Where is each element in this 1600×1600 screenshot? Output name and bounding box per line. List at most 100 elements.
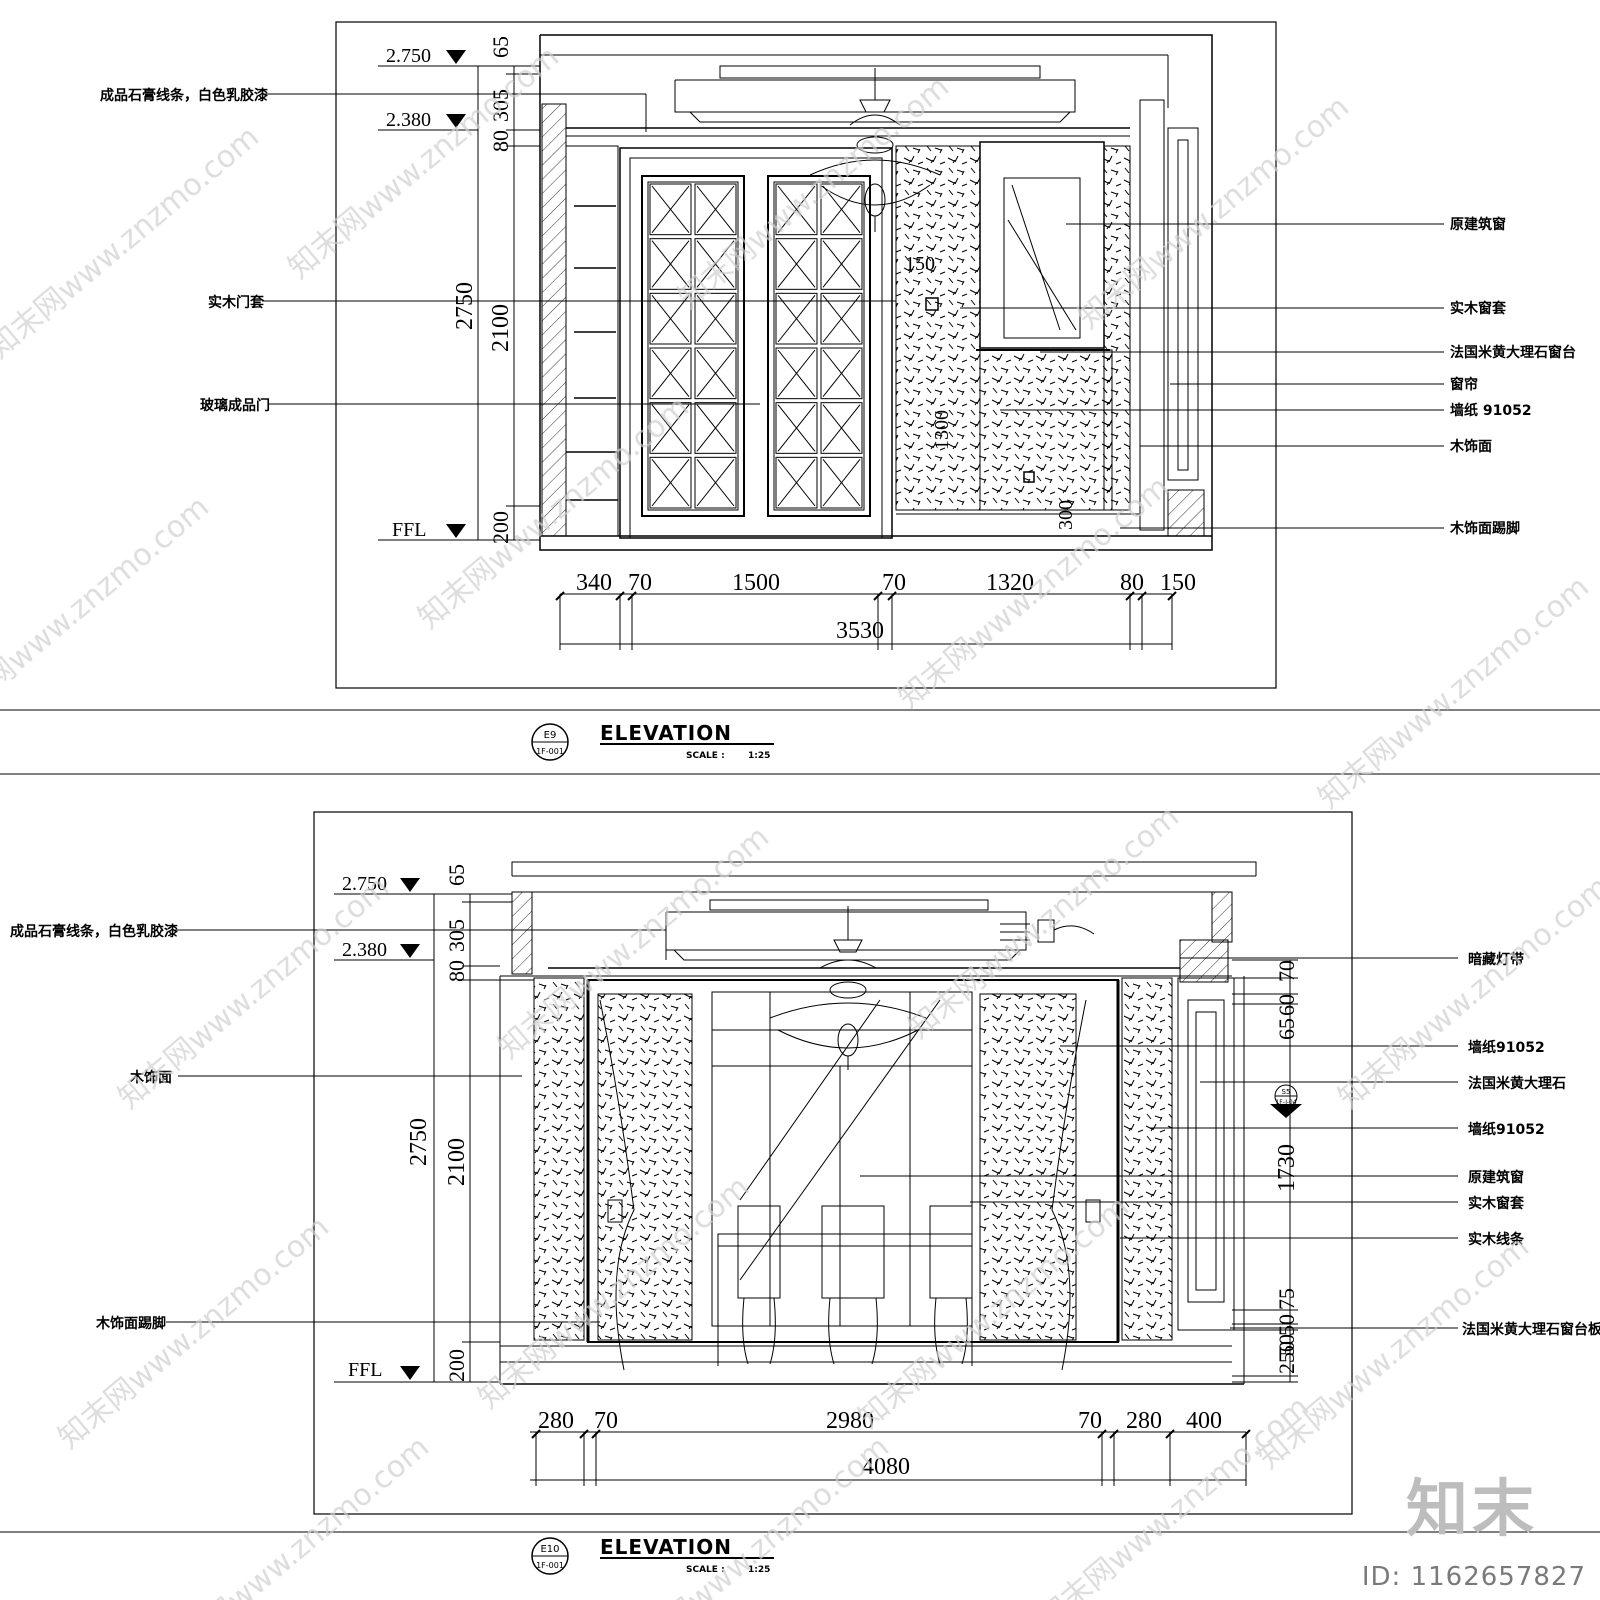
e10-hdim-280a: 280	[538, 1408, 574, 1434]
e10-hdim-400: 400	[1186, 1408, 1222, 1434]
e9-label-window: 原建筑窗	[1450, 216, 1506, 233]
level-top: 2.750	[386, 45, 431, 67]
brand-logo: 知末	[1405, 1472, 1538, 1545]
e10-label-plaster: 成品石膏线条，白色乳胶漆	[10, 923, 178, 940]
e9-bubble-bottom: 1F-001	[536, 747, 564, 756]
e9-hdim-total: 3530	[836, 618, 884, 644]
e10-label-wallpaper-2: 墙纸91052	[1468, 1121, 1545, 1138]
vdim-305: 305	[444, 919, 469, 952]
svg-text:知末网www.znzmo.com: 知末网www.znzmo.com	[612, 1430, 896, 1600]
e10-label-wallpaper-1: 墙纸91052	[1468, 1039, 1545, 1056]
e10-level-marks: 2.750 2.380 FFL	[334, 873, 434, 1383]
vdim-80: 80	[488, 130, 513, 152]
e9-hdim-150: 150	[1160, 570, 1196, 596]
e9-scale-value: 1:25	[748, 751, 770, 761]
e9-title-block: E9 1F-001 ELEVATION SCALE : 1:25	[531, 721, 774, 761]
e10-title-block: E10 1F-001 ELEVATION SCALE : 1:25	[531, 1535, 774, 1575]
e10-hdim-70a: 70	[594, 1408, 618, 1434]
chandelier-icon	[769, 906, 927, 1070]
svg-text:知末网www.znzmo.com: 知末网www.znzmo.com	[0, 120, 266, 366]
e9-label-plaster: 成品石膏线条，白色乳胶漆	[100, 87, 268, 104]
e9-label-window-casing: 实木窗套	[1450, 300, 1506, 317]
e9-bubble-top: E9	[544, 730, 557, 741]
vdim-2750: 2750	[452, 282, 478, 330]
e9-label-glass-door: 玻璃成品门	[200, 397, 270, 414]
e9-hdim-1500: 1500	[732, 570, 780, 596]
svg-text:知末网www.znzmo.com: 知末网www.znzmo.com	[112, 870, 396, 1116]
e9-label-curtain: 窗帘	[1450, 376, 1478, 393]
e9-label-wallpaper: 墙纸 91052	[1450, 402, 1532, 419]
e9-hdim-1320: 1320	[986, 570, 1034, 596]
e9-hdim-70a: 70	[628, 570, 652, 596]
svg-text:知末网www.znzmo.com: 知末网www.znzmo.com	[282, 40, 566, 286]
vdim-200: 200	[488, 511, 513, 544]
vdim-2100: 2100	[444, 1138, 470, 1186]
e10-hdim-280b: 280	[1126, 1408, 1162, 1434]
vdim-2100: 2100	[488, 304, 514, 352]
e10-label-skirting: 木饰面踢脚	[95, 1315, 166, 1332]
svg-text:知末网www.znzmo.com: 知末网www.znzmo.com	[1312, 570, 1596, 816]
e10-label-window-casing: 实木窗套	[1468, 1195, 1524, 1212]
e9-label-wood-panel: 木饰面	[1449, 438, 1492, 455]
e10-hdim-2980: 2980	[826, 1408, 874, 1434]
svg-text:知末网www.znzmo.com: 知末网www.znzmo.com	[1032, 1390, 1316, 1600]
e10-rdim-60: 60	[1274, 994, 1299, 1016]
e9-label-door-casing: 实木门套	[208, 294, 264, 311]
e10-rdim-50b: 50	[1274, 1334, 1299, 1356]
vdim-65: 65	[488, 36, 513, 58]
e10-label-light-strip: 暗藏灯带	[1468, 951, 1524, 968]
svg-text:知末网www.znzmo.com: 知末网www.znzmo.com	[0, 490, 216, 736]
level-mid: 2.380	[386, 109, 431, 131]
section-tag-bottom: 1F-J-04	[1275, 1099, 1296, 1106]
e10-label-wood-trim: 实木线条	[1468, 1231, 1525, 1248]
door-leaf-left	[641, 175, 745, 517]
door-leaf-right	[767, 175, 871, 517]
e9-level-marks: 2.750 2.380 FFL	[378, 45, 478, 541]
inner-dim-150: 150	[905, 253, 935, 275]
e10-rdim-50a: 50	[1274, 1314, 1299, 1336]
e10-bubble-top: E10	[540, 1544, 559, 1555]
level-mid: 2.380	[342, 939, 387, 961]
e10-label-window: 原建筑窗	[1468, 1169, 1524, 1186]
svg-text:知末网www.znzmo.com: 知末网www.znzmo.com	[152, 1430, 436, 1600]
vdim-2750: 2750	[406, 1118, 432, 1166]
e10-bubble-bottom: 1F-001	[536, 1561, 564, 1570]
vdim-200: 200	[444, 1349, 469, 1382]
vdim-80: 80	[444, 960, 469, 982]
e9-title: ELEVATION	[600, 721, 732, 745]
e10-rdim-250: 250	[1274, 1341, 1299, 1374]
e9-label-marble-sill: 法国米黄大理石窗台	[1450, 344, 1576, 361]
e10-label-marble-sill: 法国米黄大理石窗台板	[1462, 1321, 1600, 1338]
e10-hdim-70b: 70	[1078, 1408, 1102, 1434]
inner-dim-300: 300	[1055, 500, 1077, 530]
elevation-e10: 2.750 2.380 FFL 2750 65 305 80 2100 200 …	[0, 811, 1600, 1575]
e10-rdim-70: 70	[1274, 960, 1299, 982]
svg-text:知末网www.znzmo.com: 知末网www.znzmo.com	[52, 1210, 336, 1456]
vdim-65: 65	[444, 864, 469, 886]
e10-title: ELEVATION	[600, 1535, 732, 1559]
e10-scale-value: 1:25	[748, 1565, 770, 1575]
level-ffl: FFL	[392, 519, 426, 541]
level-ffl: FFL	[348, 1359, 382, 1381]
e10-label-marble: 法国米黄大理石	[1468, 1075, 1566, 1092]
section-tag-top: S5	[1282, 1088, 1291, 1096]
e10-hdim-total: 4080	[862, 1454, 910, 1480]
level-top: 2.750	[342, 873, 387, 895]
light-strip-icon	[1000, 919, 1095, 943]
e9-scale-label: SCALE :	[686, 751, 725, 761]
elevation-e9: 150 1300 300 2.750 2.380 FFL 2750 65 305…	[0, 21, 1600, 775]
e10-label-wood-panel: 木饰面	[129, 1069, 172, 1086]
e10-rdim-1730: 1730	[1274, 1144, 1300, 1192]
e9-hdim-340: 340	[576, 570, 612, 596]
e10-rdim-65: 65	[1274, 1018, 1299, 1040]
e9-hdim-80: 80	[1120, 570, 1144, 596]
e10-scale-label: SCALE :	[686, 1565, 725, 1575]
e10-rdim-75: 75	[1274, 1288, 1299, 1310]
e9-hdim-70b: 70	[882, 570, 906, 596]
asset-id: ID: 1162657827	[1361, 1562, 1586, 1592]
inner-dim-1300: 1300	[931, 410, 953, 450]
e9-label-skirting: 木饰面踢脚	[1449, 520, 1520, 537]
section-tag-s5: S5 1F-J-04	[1270, 1084, 1302, 1118]
